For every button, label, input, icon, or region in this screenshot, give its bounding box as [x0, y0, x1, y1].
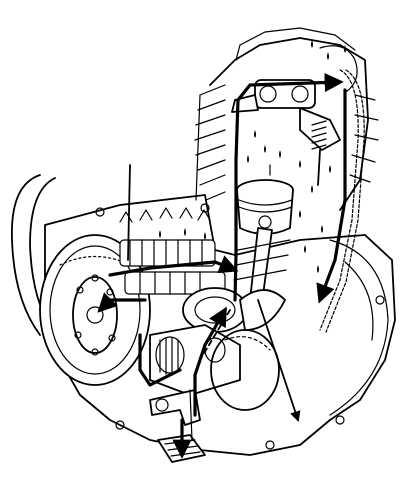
oil-pump: [149, 324, 280, 411]
transmission-gears: [119, 207, 226, 295]
kick-shaft: [149, 389, 201, 426]
cam-chain: [319, 45, 365, 333]
oil-drips: [159, 40, 346, 273]
cooling-fins: [194, 84, 379, 201]
bolt-details: [95, 203, 385, 450]
piston: [236, 164, 294, 235]
crankcase-outline: [44, 194, 396, 456]
oil-flow-path: [97, 72, 347, 459]
rocker-arms: [231, 79, 341, 186]
